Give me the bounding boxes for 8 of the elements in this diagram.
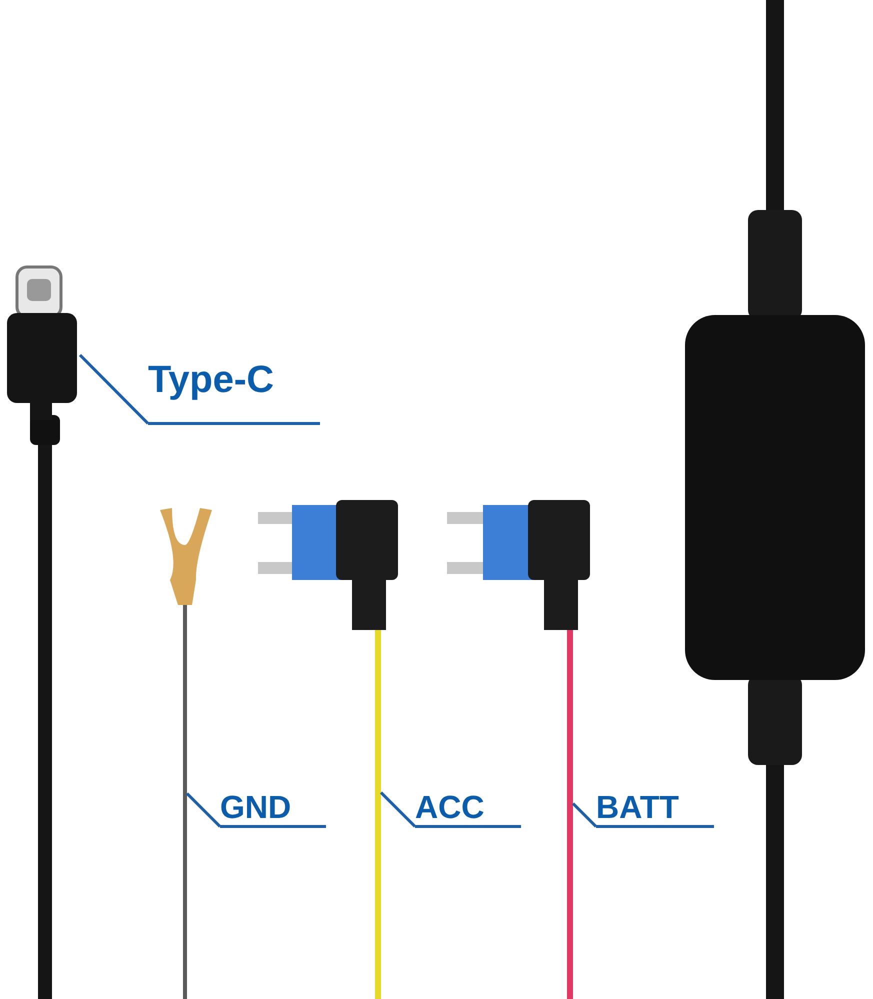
leader-line (78, 354, 150, 425)
leader-line (572, 802, 598, 828)
callout-label: Type-C (148, 360, 320, 425)
callout-label: GND (220, 790, 326, 828)
callout-label: BATT (596, 790, 714, 828)
callout-label: ACC (415, 790, 521, 828)
leader-line (186, 792, 222, 828)
leader-line (380, 791, 416, 828)
